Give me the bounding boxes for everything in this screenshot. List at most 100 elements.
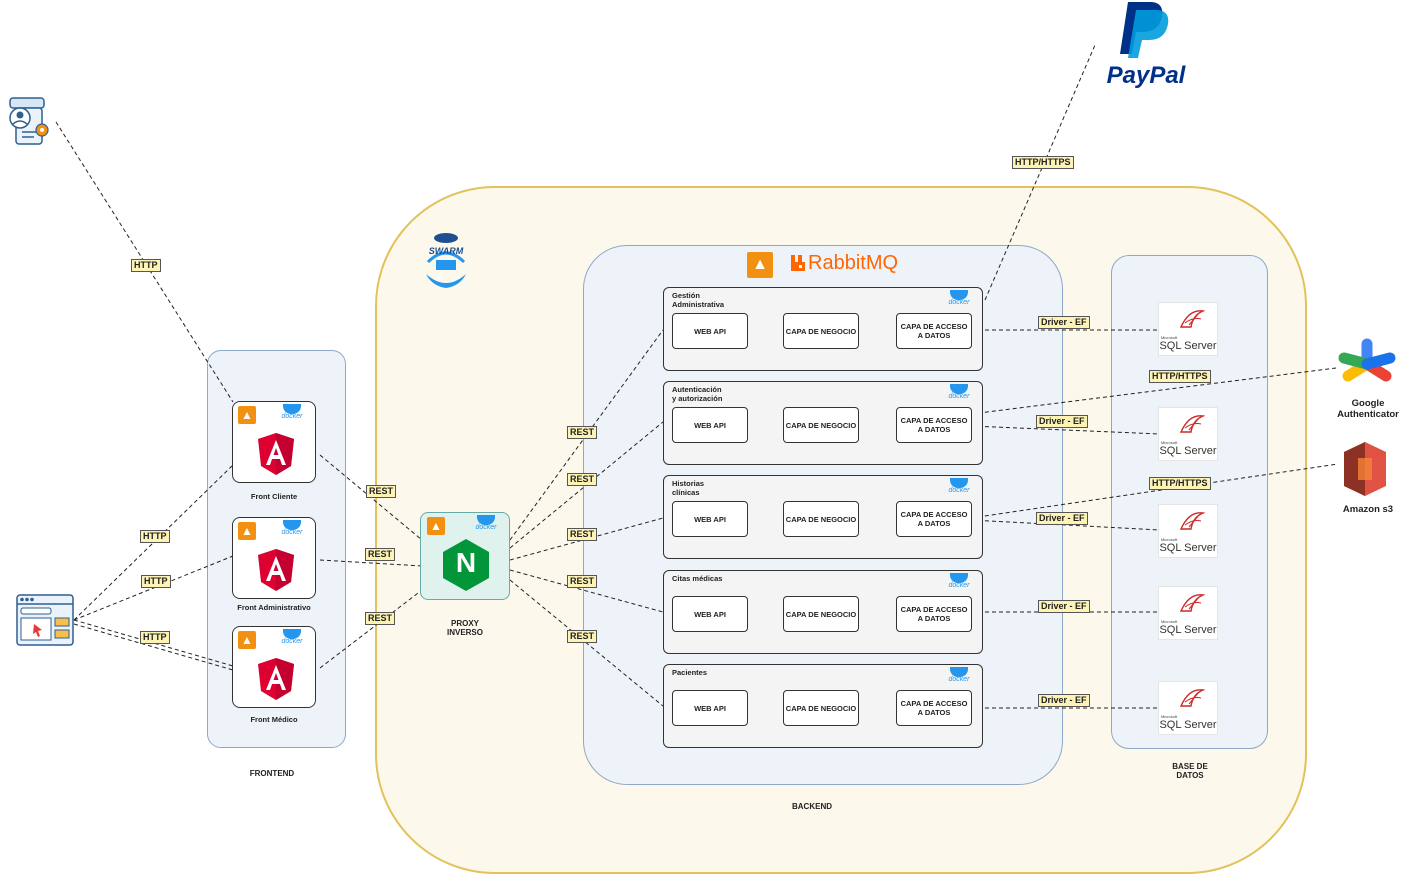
- google-authenticator-icon: [1336, 336, 1398, 392]
- data-access-box: CAPA DE ACCESO A DATOS: [896, 501, 972, 537]
- service-title: Historias clínicas: [672, 479, 705, 497]
- sql-vendor: Microsoft: [1161, 537, 1178, 542]
- tag-rest-svc-2: REST: [567, 473, 598, 486]
- docker-text: docker: [948, 582, 970, 589]
- docker-whale-body: [283, 404, 301, 414]
- docker-whale-icon: docker: [946, 384, 972, 400]
- sql-server-name: SQL Server: [1159, 542, 1217, 554]
- web-api-box: WEB API: [672, 407, 748, 443]
- frontend-label: FRONTEND: [249, 769, 295, 778]
- line-admin-front-cliente: [55, 121, 234, 403]
- angular-front-card: ▲ docker: [232, 626, 316, 708]
- service-title: Pacientes: [672, 668, 708, 677]
- business-layer-box: CAPA DE NEGOCIO: [783, 407, 859, 443]
- docker-whale-body: [950, 290, 968, 300]
- line-proxy-svc-5: [509, 579, 664, 707]
- sql-server-logo-icon: [1179, 594, 1205, 612]
- service-title: Autenticación y autorización: [672, 385, 723, 403]
- front-card-label: Front Administrativo: [237, 603, 311, 612]
- linux-tux-icon: ▲: [238, 631, 256, 649]
- tag-http-browser-3: HTTP: [140, 631, 170, 644]
- docker-whale-icon: docker: [946, 573, 972, 589]
- docker-whale-icon: docker: [279, 520, 305, 536]
- linux-tux-icon: ▲: [427, 517, 445, 535]
- rabbitmq-logo-icon: [790, 254, 806, 272]
- tag-rest-front-2: REST: [365, 548, 396, 561]
- linux-tux-icon: ▲: [238, 522, 256, 540]
- tag-rest-svc-5: REST: [567, 630, 598, 643]
- linux-tux-icon: ▲: [747, 252, 773, 278]
- docker-whale-icon: docker: [279, 629, 305, 645]
- tag-rest-front-1: REST: [366, 485, 397, 498]
- line-svc3-db: [970, 519, 1161, 531]
- sql-vendor: Microsoft: [1161, 440, 1178, 445]
- docker-whale-icon: docker: [946, 667, 972, 683]
- nginx-logo-icon: [443, 539, 489, 591]
- tag-driver-1: Driver - EF: [1038, 316, 1090, 329]
- business-layer-box: CAPA DE NEGOCIO: [783, 501, 859, 537]
- web-api-box: WEB API: [672, 690, 748, 726]
- web-api-box: WEB API: [672, 313, 748, 349]
- docker-text: docker: [281, 529, 303, 536]
- tag-http-admin: HTTP: [131, 259, 161, 272]
- swarm-label: SWARM: [428, 246, 464, 256]
- tag-rest-svc-1: REST: [567, 426, 598, 439]
- google-authenticator-label: Google Authenticator: [1337, 398, 1399, 420]
- nginx-letter: N: [455, 547, 477, 578]
- docker-text: docker: [948, 299, 970, 306]
- line-svc3-amazon: [970, 463, 1339, 519]
- service-title: Citas médicas: [672, 574, 723, 583]
- business-layer-box: CAPA DE NEGOCIO: [783, 596, 859, 632]
- docker-whale-body: [950, 573, 968, 583]
- web-api-box: WEB API: [672, 501, 748, 537]
- docker-text: docker: [281, 413, 303, 420]
- docker-text: docker: [281, 638, 303, 645]
- line-browser-front-admin: [73, 555, 234, 621]
- line-front-admin-proxy: [319, 559, 423, 567]
- sql-server-logo-icon: [1179, 310, 1205, 328]
- tag-google: HTTP/HTTPS: [1149, 370, 1211, 383]
- data-access-box: CAPA DE ACCESO A DATOS: [896, 407, 972, 443]
- proxy-card: ▲ docker N: [420, 512, 510, 600]
- docker-whale-body: [950, 478, 968, 488]
- line-svc2-db: [970, 425, 1161, 435]
- business-layer-box: CAPA DE NEGOCIO: [783, 690, 859, 726]
- docker-text: docker: [948, 676, 970, 683]
- proxy-label: PROXY INVERSO: [446, 619, 483, 637]
- sql-server-logo-icon: [1179, 689, 1205, 707]
- tag-amazon: HTTP/HTTPS: [1149, 477, 1211, 490]
- linux-tux-icon: ▲: [238, 406, 256, 424]
- line-proxy-svc-4: [509, 569, 664, 613]
- data-access-box: CAPA DE ACCESO A DATOS: [896, 313, 972, 349]
- sql-vendor: Microsoft: [1161, 619, 1178, 624]
- tag-rest-svc-4: REST: [567, 575, 598, 588]
- database-label: BASE DE DATOS: [1172, 762, 1208, 780]
- angular-front-card: ▲ docker: [232, 517, 316, 599]
- service-title: Gestión Administrativa: [672, 291, 725, 309]
- front-card-label: Front Médico: [250, 715, 298, 724]
- paypal-logo-icon: PayPal: [1098, 0, 1194, 92]
- tag-driver-5: Driver - EF: [1038, 694, 1090, 707]
- tag-rest-front-3: REST: [365, 612, 396, 625]
- docker-text: docker: [948, 487, 970, 494]
- sql-server-logo-icon: [1179, 512, 1205, 530]
- amazon-s3-label: Amazon s3: [1342, 504, 1394, 515]
- tag-rest-svc-3: REST: [567, 528, 598, 541]
- amazon-s3-icon: [1340, 440, 1390, 498]
- docker-whale-icon: docker: [946, 478, 972, 494]
- rabbitmq-label: RabbitMQ: [808, 252, 899, 274]
- line-svc2-google: [970, 367, 1337, 415]
- tag-driver-4: Driver - EF: [1038, 600, 1090, 613]
- docker-whale-icon: docker: [279, 404, 305, 420]
- line-front-medico-proxy: [319, 589, 423, 669]
- docker-text: docker: [948, 393, 970, 400]
- angular-front-card: ▲ docker: [232, 401, 316, 483]
- sql-server-logo-icon: [1179, 415, 1205, 433]
- browser-window-icon: [16, 594, 74, 646]
- front-card-label: Front Cliente: [250, 492, 298, 501]
- tag-driver-2: Driver - EF: [1036, 415, 1088, 428]
